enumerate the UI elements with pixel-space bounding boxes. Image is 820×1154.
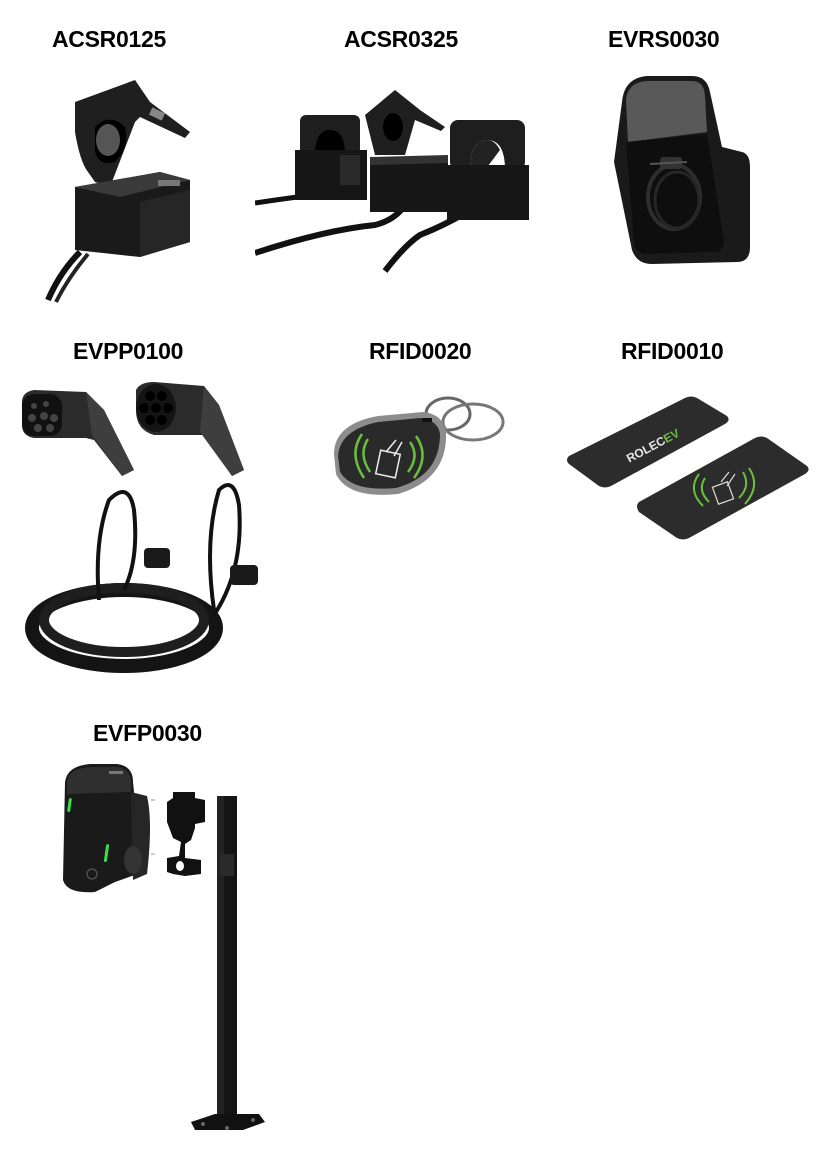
card-brand-accent: EV [661, 426, 682, 446]
rfid-fob-icon [334, 396, 505, 495]
holster-image [612, 72, 752, 268]
product-code-rfid0010: RFID0010 [621, 338, 724, 364]
product-code-acsr0325: ACSR0325 [344, 26, 458, 52]
product-code-acsr0125: ACSR0125 [52, 26, 166, 52]
charging-cable-image [14, 380, 276, 680]
type2-cable-icon [22, 382, 258, 673]
product-code-evrs0030: EVRS0030 [608, 26, 720, 52]
product-code-rfid0020: RFID0020 [369, 338, 472, 364]
rfid-fob-image [328, 384, 512, 504]
holster-icon [614, 76, 750, 264]
product-code-evfp0030: EVFP0030 [93, 720, 202, 746]
ct-clamp-set-icon [255, 90, 529, 273]
rfid-cards-icon: ROLEC EV [567, 396, 809, 540]
product-code-evpp0100: EVPP0100 [73, 338, 184, 364]
charger-post-icon [63, 764, 265, 1130]
rfid-cards-image: ROLEC EV [565, 394, 813, 542]
ct-clamp-triple-image [255, 85, 540, 273]
ct-clamp-single-image [40, 72, 200, 304]
ct-clamp-icon [45, 80, 190, 303]
charger-post-image [55, 762, 280, 1134]
